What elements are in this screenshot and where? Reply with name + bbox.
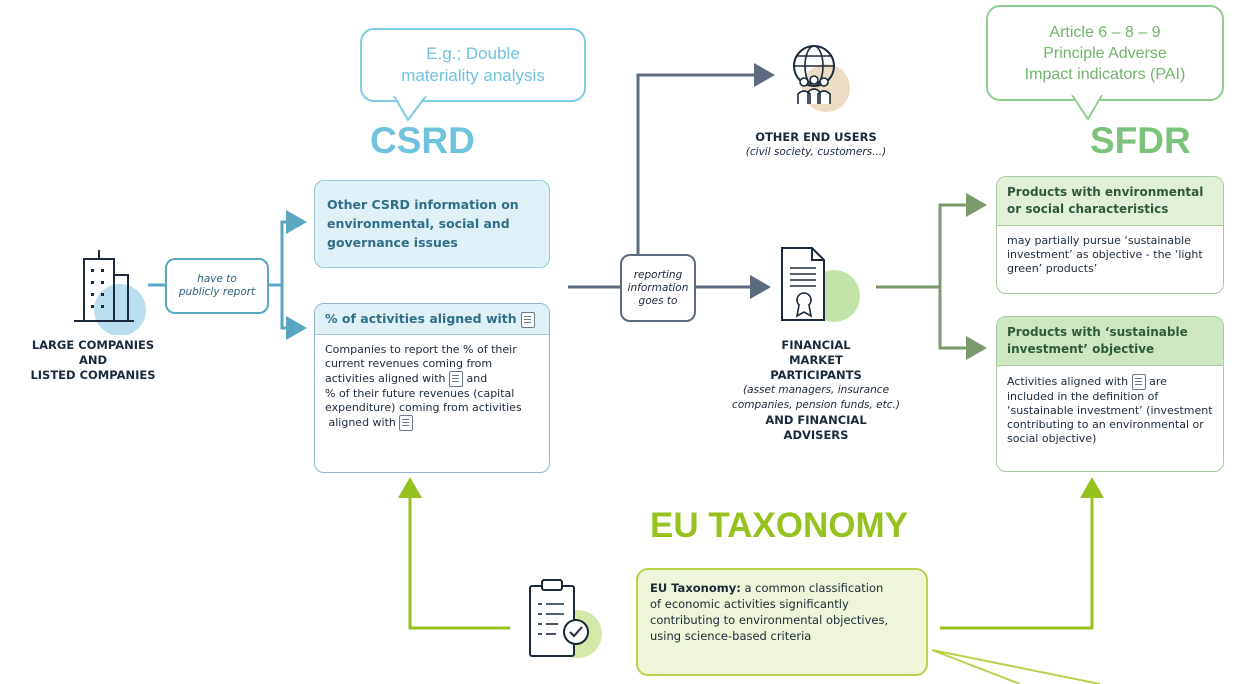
sfdr-bubble-line1: Article 6 – 8 – 9 [1049, 23, 1161, 41]
csrd-bubble-line1: E.g.; Double [426, 44, 520, 63]
reporting-pill: reporting information goes to [620, 254, 696, 322]
taxonomy-def-line2: of economic activities significantly [650, 597, 849, 611]
csrd-activities-header-text: % of activities aligned with [325, 311, 517, 326]
taxonomy-title: EU TAXONOMY [650, 506, 908, 545]
sfdr-bubble-line3: Impact indicators (PAI) [1024, 65, 1186, 83]
sfdr-dark-body: Activities aligned with are included in … [997, 366, 1223, 454]
fmp-line3: PARTICIPANTS [770, 368, 862, 382]
sfdr-dark-l3: ‘sustainable investment’ (investment [1007, 404, 1213, 417]
taxonomy-mini-icon [399, 415, 414, 431]
connector-pill-csrd [268, 220, 300, 330]
certificate-document-icon [768, 242, 868, 332]
csrd-act-line3b: and [466, 372, 488, 385]
sfdr-light-l3: green’ products’ [1007, 262, 1098, 275]
reporting-line1: reporting [633, 268, 683, 281]
sfdr-bubble-tail [1071, 95, 1103, 121]
globe-people-icon [770, 36, 860, 116]
csrd-act-line6: aligned with [325, 415, 539, 431]
csrd-other-line2: environmental, social and [327, 216, 510, 231]
have-to-line1: have to [197, 273, 237, 285]
sfdr-dark-l1b: are [1149, 375, 1167, 388]
end-users-sub: (civil society, customers...) [745, 146, 887, 158]
csrd-activities-box: % of activities aligned with Companies t… [314, 303, 550, 473]
csrd-act-line2: current revenues coming from [325, 357, 493, 370]
sfdr-dark-l2: included in the definition of [1007, 390, 1159, 403]
fmp-line4: AND FINANCIAL [765, 413, 867, 427]
csrd-act-line4: % of their future revenues (capital [325, 387, 515, 400]
sfdr-dark-l1a: Activities aligned with [1007, 375, 1129, 388]
sfdr-light-body: may partially pursue ‘sustainable invest… [997, 226, 1223, 284]
fmp-line1: FINANCIAL [781, 338, 851, 352]
csrd-act-line3: activities aligned with and [325, 371, 539, 387]
have-to-line2: publicly report [178, 286, 256, 298]
sfdr-dark-h1: Products with ‘sustainable [1007, 325, 1188, 339]
connector-fmp-sfdr [876, 203, 980, 350]
sfdr-dark-header: Products with ‘sustainable investment’ o… [997, 317, 1223, 366]
have-to-report-pill: have to publicly report [165, 258, 269, 314]
sfdr-title: SFDR [1090, 120, 1191, 161]
sfdr-bubble-line2: Principle Adverse [1043, 44, 1167, 62]
sfdr-light-header: Products with environmental or social ch… [997, 177, 1223, 226]
sfdr-dark-l1: Activities aligned with are [1007, 374, 1213, 390]
csrd-act-line6a: aligned with [328, 416, 396, 429]
taxonomy-mini-icon [448, 371, 463, 387]
csrd-other-line1: Other CSRD information on [327, 197, 519, 212]
taxonomy-def-line3: contributing to environmental objectives… [650, 613, 889, 627]
connector-taxonomy-csrd [398, 477, 510, 630]
fmp-sub1: (asset managers, insurance [742, 384, 890, 396]
csrd-activities-header: % of activities aligned with [315, 304, 549, 335]
csrd-other-info-box: Other CSRD information on environmental,… [314, 180, 550, 268]
companies-label: LARGE COMPANIES AND LISTED COMPANIES [18, 338, 168, 383]
taxonomy-def-line4: using science-based criteria [650, 629, 812, 643]
csrd-activities-body: Companies to report the % of their curre… [315, 335, 549, 439]
sfdr-light-h1: Products with environmental [1007, 185, 1204, 199]
end-users-title: OTHER END USERS [755, 130, 877, 144]
taxonomy-mini-icon [521, 311, 536, 328]
end-users-label: OTHER END USERS (civil society, customer… [726, 130, 906, 160]
building-icon [60, 245, 150, 336]
csrd-bubble-line2: materiality analysis [401, 66, 545, 85]
fmp-sub2: companies, pension funds, etc.) [732, 399, 900, 411]
sfdr-dark-l4: contributing to an environmental or [1007, 418, 1204, 431]
csrd-bubble-tail [393, 96, 427, 122]
taxonomy-definition-box: EU Taxonomy: a common classification of … [636, 568, 928, 676]
clipboard-check-icon [518, 572, 608, 672]
sfdr-article-bubble: Article 6 – 8 – 9 Principle Adverse Impa… [986, 5, 1224, 101]
reporting-line3: goes to [638, 294, 678, 307]
companies-line2: AND [78, 353, 108, 367]
sfdr-dark-h2: investment’ objective [1007, 342, 1155, 356]
fmp-label: FINANCIAL MARKET PARTICIPANTS (asset man… [716, 338, 916, 443]
csrd-example-bubble: E.g.; Double materiality analysis [360, 28, 586, 102]
reporting-line2: information [627, 281, 689, 294]
fmp-line5: ADVISERS [783, 428, 849, 442]
taxonomy-def-line1: EU Taxonomy: a common classification [650, 580, 914, 596]
sfdr-light-l1: may partially pursue ‘sustainable [1007, 234, 1191, 247]
fmp-line2: MARKET [789, 353, 843, 367]
sfdr-dark-l5: social objective) [1007, 432, 1097, 445]
csrd-act-line5: expenditure) coming from activities [325, 401, 522, 414]
sfdr-dark-green-box: Products with ‘sustainable investment’ o… [996, 316, 1224, 472]
connector-reporting-endusers [636, 63, 775, 255]
callout-wedge [931, 649, 1101, 684]
csrd-act-line1: Companies to report the % of their [325, 343, 517, 356]
companies-line3: LISTED COMPANIES [30, 368, 156, 382]
taxonomy-mini-icon [1131, 374, 1146, 390]
taxonomy-def-line1-text: a common classification [744, 581, 884, 595]
connector-taxonomy-sfdr [940, 477, 1104, 630]
sfdr-light-h2: or social characteristics [1007, 202, 1169, 216]
csrd-other-line3: governance issues [327, 235, 458, 250]
sfdr-light-green-box: Products with environmental or social ch… [996, 176, 1224, 294]
csrd-title: CSRD [370, 120, 475, 161]
taxonomy-def-bold: EU Taxonomy: [650, 581, 741, 595]
csrd-act-line3a: activities aligned with [325, 372, 446, 385]
sfdr-light-l2: investment’ as objective - the ‘light [1007, 248, 1203, 261]
companies-line1: LARGE COMPANIES [31, 338, 155, 352]
